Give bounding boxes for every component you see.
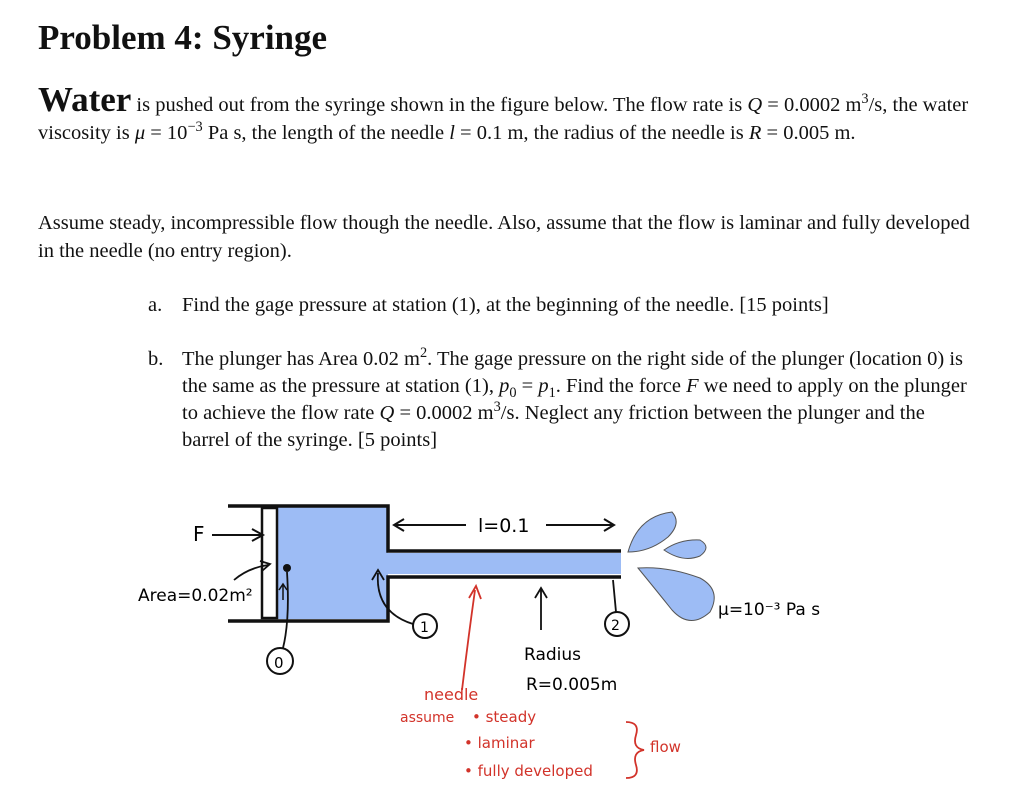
station-1-leader: [371, 568, 414, 625]
intro-text: = 0.0002 m: [762, 94, 862, 116]
problem-title: Problem 4: Syringe: [38, 18, 328, 57]
station-0-circle: [266, 647, 294, 675]
exponent: 3: [493, 399, 501, 416]
part-a-label: a.: [148, 294, 163, 316]
brace: [625, 721, 645, 779]
station-0-leader: [282, 571, 289, 649]
station-0-label: 0: [274, 654, 284, 672]
water-drop: [636, 567, 715, 621]
part-b-span: =: [516, 375, 539, 397]
station-2-label: 2: [611, 618, 620, 634]
assume-fully-developed: • fully developed: [464, 762, 593, 780]
exponent: 2: [419, 345, 428, 362]
var-f: F: [686, 375, 699, 397]
var-p1: p: [538, 375, 549, 397]
assume-label: assume: [400, 710, 454, 726]
subscript: 1: [548, 385, 556, 402]
length-arrow-right: [546, 518, 616, 532]
radius-arrow: [534, 586, 548, 630]
exponent: −3: [187, 119, 203, 136]
part-b-span: The plunger has Area 0.02 m: [182, 348, 420, 370]
part-b-span: = 0.0002 m: [394, 402, 494, 424]
part-b-span: /s. Neglect any friction between the plu…: [182, 402, 925, 451]
intro-paragraph: Water is pushed out from the syringe sho…: [38, 82, 983, 147]
part-b-label: b.: [148, 348, 164, 370]
flow-label: flow: [650, 738, 681, 756]
station-2-leader: [612, 579, 617, 613]
part-b-span: . Find the force: [555, 375, 687, 397]
part-b-text: The plunger has Area 0.02 m2. The gage p…: [182, 346, 972, 454]
station-0-dot: [283, 564, 291, 572]
needle-label: needle: [424, 685, 478, 704]
radius-value: R=0.005m: [526, 675, 617, 695]
intro-text: Pa s, the length of the needle: [202, 122, 450, 144]
force-label: F: [193, 522, 205, 546]
part-a-text: Find the gage pressure at station (1), a…: [182, 294, 829, 316]
water-drop: [663, 539, 707, 559]
needle-pointer: [461, 583, 482, 691]
part-b-span: we need to apply on the plunger to achie…: [182, 375, 967, 424]
intro-text: = 10: [145, 122, 188, 144]
intro-text: = 0.1 m, the radius of the needle is: [454, 122, 749, 144]
station-1-circle: [412, 613, 438, 639]
length-arrow-left: [392, 518, 466, 532]
barrel-outline: [228, 504, 621, 623]
radius-label: Radius: [524, 645, 581, 665]
area-label: Area=0.02m²: [138, 586, 253, 606]
intro-text: /s, the water viscosity is: [38, 94, 969, 144]
water-drop: [627, 511, 677, 553]
length-label: l=0.1: [478, 515, 529, 537]
var-q: Q: [747, 94, 763, 116]
intro-text: = 0.005 m.: [761, 122, 856, 144]
var-l: l: [449, 122, 455, 144]
assume-steady: • steady: [472, 708, 536, 726]
area-arrow: [233, 560, 272, 581]
needle-water: [388, 553, 621, 574]
var-mu: μ: [134, 122, 146, 144]
part-b-span: . The gage pressure on the right side of…: [182, 348, 964, 397]
barrel-water: [277, 507, 388, 619]
assumption-paragraph: Assume steady, incompressible flow thoug…: [38, 212, 970, 262]
assume-laminar: • laminar: [464, 734, 535, 752]
station-2-circle: [604, 611, 630, 637]
plunger-tick: [278, 582, 288, 600]
subscript: 0: [509, 385, 517, 402]
var-q: Q: [379, 402, 395, 424]
var-p0: p: [499, 375, 510, 397]
force-arrow: [212, 528, 266, 542]
intro-text: is pushed out from the syringe shown in …: [131, 94, 748, 116]
var-r: R: [748, 122, 762, 144]
exponent: 3: [861, 91, 869, 108]
intro-first-word: Water: [38, 80, 132, 119]
station-1-label: 1: [420, 620, 429, 636]
viscosity-label: μ=10⁻³ Pa s: [718, 600, 820, 620]
